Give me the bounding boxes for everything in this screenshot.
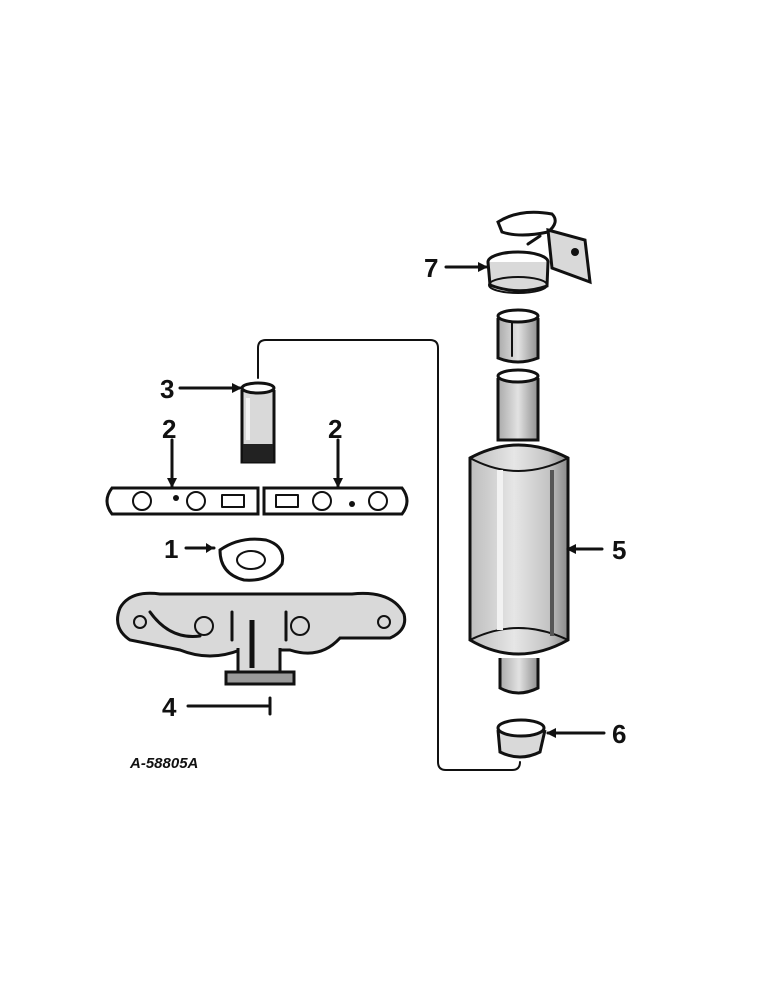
leader-line — [257, 339, 521, 771]
callout-2-left: 2 — [162, 414, 176, 444]
pipe-nipple — [240, 381, 276, 464]
exhaust-manifold — [116, 591, 407, 686]
manifold-gasket-left — [105, 486, 260, 516]
rain-cap-clamp — [486, 210, 592, 294]
callout-2-right: 2 — [328, 414, 342, 444]
exhaust-pipe-segment — [496, 308, 540, 364]
callout-7: 7 — [424, 253, 438, 283]
callout-4: 4 — [162, 692, 177, 722]
callout-6: 6 — [612, 719, 626, 749]
muffler — [468, 368, 570, 695]
callout-1: 1 — [164, 534, 178, 564]
reference-code: A-58805A — [129, 755, 198, 772]
flange-gasket — [218, 537, 285, 582]
manifold-gasket-right — [262, 486, 409, 516]
callout-3: 3 — [160, 374, 174, 404]
callout-5: 5 — [612, 535, 626, 565]
pipe-end-cap — [496, 718, 547, 759]
callout-arrows — [167, 262, 606, 738]
